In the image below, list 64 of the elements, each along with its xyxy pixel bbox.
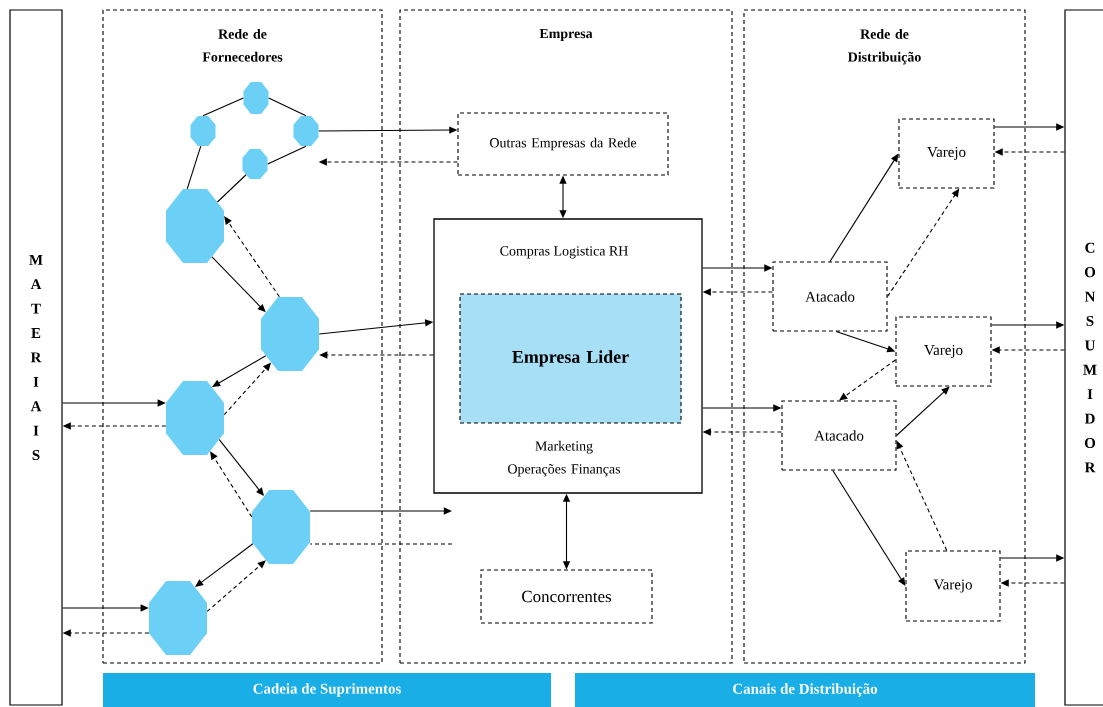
arrow [896, 386, 950, 437]
band: Canais de Distribuição [575, 673, 1035, 707]
arrow [212, 355, 267, 388]
band: Cadeia de Suprimentos [103, 673, 551, 707]
octagon [149, 581, 207, 655]
arrow [206, 560, 266, 612]
leader-box: Empresa Lider [459, 293, 682, 424]
octagon [261, 297, 319, 371]
arrow [702, 404, 782, 412]
arrow [896, 440, 948, 551]
octagon [166, 381, 224, 455]
octagon [190, 116, 216, 146]
arrow [702, 264, 773, 272]
connector-line [216, 174, 247, 203]
arrow [224, 216, 280, 298]
dashed-box: Outras Empresas da Rede [457, 112, 669, 176]
connector-line [309, 543, 453, 545]
arrow [994, 148, 1065, 156]
connector-line [267, 145, 307, 165]
arrow [1000, 554, 1065, 562]
octagon [293, 116, 319, 146]
arrow [218, 439, 265, 497]
arrow [835, 331, 896, 353]
arrow [195, 543, 254, 588]
arrow [994, 123, 1065, 131]
arrow [839, 359, 896, 401]
connector-line [186, 145, 202, 190]
dashed-box: Atacado [781, 400, 897, 471]
region-box: Rede de Fornecedores [102, 9, 383, 664]
arrow [62, 604, 149, 612]
arrow [318, 158, 458, 166]
arrow [309, 507, 452, 515]
arrow [318, 126, 458, 134]
arrow [829, 153, 899, 262]
connector-line [268, 97, 307, 117]
arrow [702, 428, 782, 436]
dashed-box: Concorrentes [480, 569, 653, 624]
arrow [318, 319, 434, 335]
arrow [210, 451, 253, 518]
dashed-box: Atacado [772, 261, 888, 332]
octagon [252, 490, 310, 564]
octagon [242, 149, 268, 179]
dashed-box: Varejo [898, 118, 995, 189]
arrow [832, 470, 906, 586]
arrow [319, 351, 434, 359]
dashed-box: Varejo [895, 316, 992, 387]
arrow [991, 321, 1065, 329]
arrow [562, 493, 571, 570]
arrow [62, 629, 150, 637]
arrow [211, 256, 266, 313]
dashed-box: Varejo [905, 550, 1001, 622]
arrow [991, 346, 1065, 354]
octagon [166, 189, 224, 263]
arrow [223, 362, 272, 416]
connector-line [202, 97, 244, 117]
side-panel: CONSUMIDOR [1064, 9, 1103, 706]
arrow [62, 422, 167, 430]
octagon [243, 82, 269, 114]
side-panel: MATERIAIS [9, 9, 63, 706]
arrow [62, 399, 166, 407]
arrow [887, 188, 960, 298]
arrow [559, 175, 567, 219]
arrow [1000, 579, 1065, 587]
arrow [702, 288, 773, 296]
